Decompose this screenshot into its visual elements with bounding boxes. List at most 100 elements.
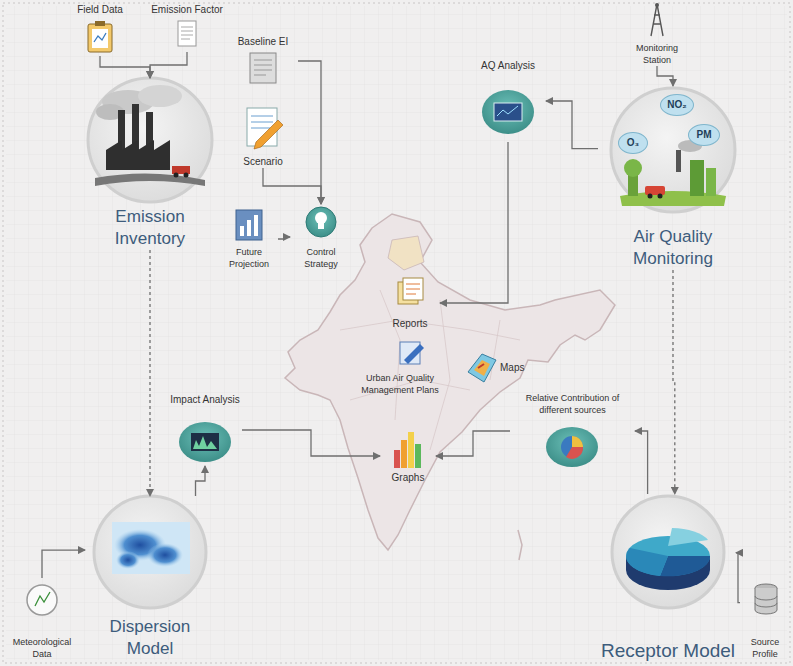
flow-arrow — [673, 270, 675, 494]
india-map-part — [340, 290, 520, 450]
aq-analysis-icon — [482, 90, 534, 134]
model-label: Emission Inventory — [86, 206, 214, 250]
receptor-model-circle — [612, 496, 724, 608]
icon-node: Field Data — [70, 4, 130, 56]
model-label: Dispersion Model — [85, 616, 215, 660]
receptor-model-circle-part — [612, 496, 724, 608]
emission-factor-icon-part — [181, 27, 193, 39]
source-profile-icon-part — [755, 596, 777, 607]
node-label: Graphs — [392, 472, 425, 484]
flow-arrow — [635, 431, 648, 494]
air-quality-monitoring-circle-part — [648, 194, 653, 199]
flow-arrow — [278, 237, 290, 239]
air-quality-monitoring-circle-part — [611, 88, 735, 212]
flow-arrow — [100, 56, 150, 78]
emission-inventory-circle-part — [106, 140, 170, 170]
pollutant-bubble: O₃ — [618, 132, 648, 154]
node-label: Maps — [500, 362, 524, 374]
reports-icon — [398, 278, 423, 304]
flow-arrow — [657, 66, 673, 86]
flow-arrow — [42, 550, 85, 578]
india-map-part — [518, 530, 522, 560]
icon-node: Future Projection — [220, 208, 278, 270]
impact-analysis-icon-part — [179, 422, 231, 462]
icon-node: Scenario — [232, 104, 294, 168]
relative-contribution-icon-part — [546, 427, 598, 467]
icon-node: AQ Analysis — [470, 60, 546, 142]
emission-factor-icon-part — [178, 21, 196, 46]
air-quality-monitoring-circle-part — [690, 160, 704, 196]
pollutant-bubble: NO₂ — [660, 94, 694, 116]
air-quality-monitoring-circle-part — [676, 150, 681, 172]
node-label: Baseline EI — [238, 36, 289, 48]
receptor-model-circle-part — [626, 536, 710, 576]
flow-arrow — [242, 430, 380, 456]
future-projection-icon-part — [236, 210, 262, 240]
node-label: Monitoring Station — [622, 42, 692, 66]
flow-arrow — [546, 101, 598, 149]
field-data-icon-part — [88, 24, 112, 52]
plans-icon-part — [404, 344, 424, 364]
icon-node: Graphs — [380, 428, 436, 484]
node-label: Future Projection — [220, 246, 278, 270]
receptor-model-circle-part — [660, 556, 710, 576]
india-map — [285, 214, 615, 560]
flow-arrow — [263, 168, 321, 204]
future-projection-icon-part — [240, 226, 244, 236]
air-quality-monitoring-circle-part — [658, 194, 663, 199]
graphs-icon-part — [394, 450, 400, 468]
air-quality-monitoring-circle — [611, 88, 735, 212]
node-label: Scenario — [243, 156, 282, 168]
relative-contribution-icon — [546, 427, 598, 467]
icon-node: Emission Factor — [142, 4, 232, 52]
emission-inventory-circle-part — [88, 78, 212, 202]
future-projection-icon-part — [254, 215, 258, 236]
receptor-model-circle-part — [668, 528, 708, 546]
aq-analysis-icon-part — [482, 90, 534, 134]
node-label: PM — [697, 124, 712, 146]
node-label: Reports — [392, 318, 427, 330]
control-strategy-icon — [306, 207, 336, 237]
baseline-ei-icon — [250, 53, 276, 83]
emission-factor-icon — [178, 21, 196, 46]
impact-analysis-icon — [179, 422, 231, 462]
meteorological-data-icon-part — [27, 585, 57, 615]
model-circle: Receptor Model — [600, 494, 736, 662]
flow-arrow — [149, 250, 150, 496]
node-label: Source Profile — [740, 636, 790, 660]
emission-inventory-circle-part — [138, 85, 182, 107]
field-data-icon — [88, 21, 112, 52]
node-label: Emission Factor — [151, 4, 223, 16]
maps-icon-part — [478, 364, 484, 368]
baseline-ei-icon-part — [250, 53, 276, 83]
air-quality-monitoring-circle-part — [624, 159, 642, 177]
graphs-icon-part — [408, 432, 414, 468]
graphs-icon-part — [401, 440, 407, 468]
source-profile-icon — [755, 584, 777, 614]
icon-node: Impact Analysis — [168, 394, 242, 466]
scenario-icon-part — [251, 116, 273, 128]
dispersion-model-circle-part — [116, 551, 140, 569]
india-map-part — [388, 236, 424, 270]
icon-node: Urban Air Quality Management Plans — [340, 338, 460, 396]
field-data-icon-part — [94, 33, 106, 42]
node-label: O₃ — [627, 132, 639, 154]
emission-inventory-circle-part — [95, 173, 205, 186]
node-label: AQ Analysis — [481, 60, 535, 72]
monitoring-station-icon-part — [655, 3, 659, 7]
air-quality-monitoring-circle-part — [706, 168, 716, 196]
dispersion-model-circle-part — [94, 496, 206, 608]
flow-arrow — [436, 431, 510, 456]
future-projection-icon-part — [247, 220, 251, 236]
reports-icon-part — [406, 284, 420, 294]
future-projection-icon — [236, 210, 262, 240]
maps-icon-part — [474, 360, 490, 376]
control-strategy-icon-part — [318, 223, 324, 229]
air-quality-monitoring-circle-part — [645, 186, 665, 195]
grid-ground-part — [3, 3, 790, 663]
emission-inventory-circle — [88, 78, 212, 202]
node-label: Impact Analysis — [170, 394, 239, 406]
icon-node: Control Strategy — [290, 204, 352, 270]
